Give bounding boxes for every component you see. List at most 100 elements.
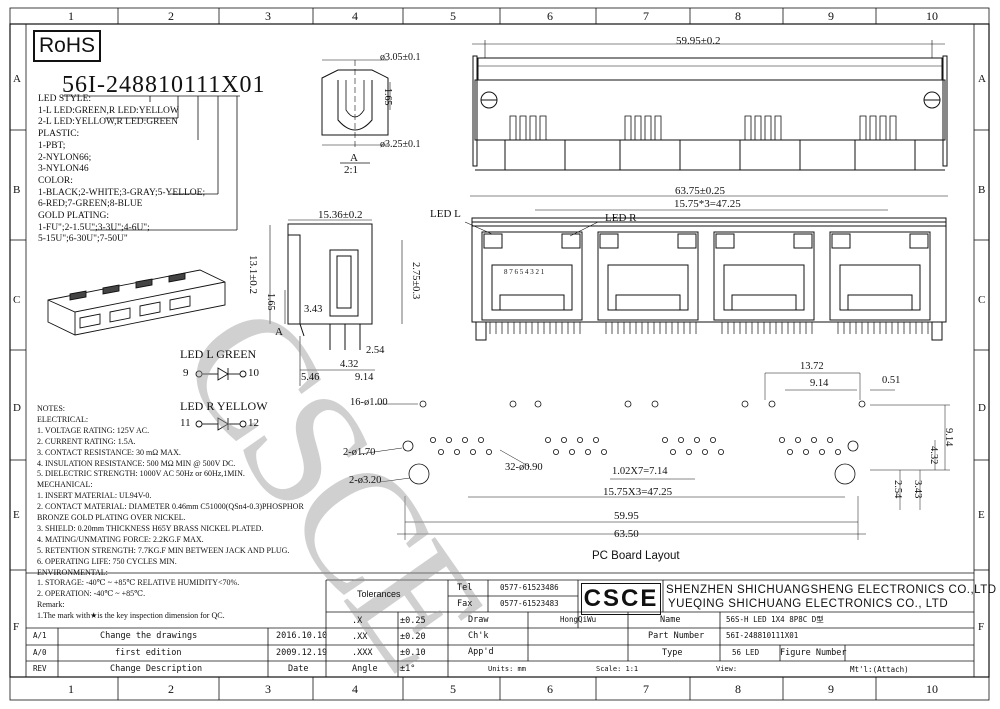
- grid-col-bottom-4: 5: [450, 682, 456, 696]
- option-line-10: GOLD PLATING:: [38, 211, 109, 221]
- pcb-holes-small: 16-ø1.00: [350, 397, 388, 408]
- led-r-yellow: LED R YELLOW: [180, 399, 268, 413]
- pcb-pin-hole: [779, 436, 786, 443]
- note-line-19: 1.The mark with★is the key inspection di…: [37, 611, 225, 621]
- grid-col-bottom-9: 10: [926, 682, 938, 696]
- pcb-pin-hole: [445, 436, 452, 443]
- top-width: 59.95±0.2: [676, 35, 721, 47]
- pcb-0-51: 0.51: [882, 375, 901, 386]
- pcb-pin-hole: [553, 448, 560, 455]
- side-section-a: A: [275, 326, 283, 338]
- pcb-pin-hole: [461, 436, 468, 443]
- note-line-11: 3. SHIELD: 0.20mm THICKNESS H65Y BRASS N…: [37, 523, 264, 533]
- pcb-led-hole: [651, 400, 659, 408]
- option-line-0: LED STYLE:: [38, 94, 92, 104]
- pcb-7-14: 1.02X7=7.14: [612, 466, 668, 477]
- grid-col-bottom-3: 4: [352, 682, 358, 696]
- grid-row-left-2: C: [13, 294, 21, 306]
- grid-col-bottom-8: 9: [828, 682, 834, 696]
- grid-col-top-4: 5: [450, 9, 456, 23]
- pcb-pin-hole: [477, 436, 484, 443]
- grid-col-top-3: 4: [352, 9, 358, 23]
- note-line-2: 1. VOLTAGE RATING: 125V AC.: [37, 425, 150, 435]
- side-a5: 9.14: [355, 372, 374, 383]
- tb-drawer: HongQiWu: [560, 615, 597, 624]
- front-width: 63.75±0.25: [675, 185, 726, 197]
- pcb-holes-pin: 32-ø0.90: [505, 462, 543, 473]
- option-line-3: PLASTIC:: [38, 129, 80, 140]
- pcb-pin-hole: [686, 448, 693, 455]
- note-line-3: 2. CURRENT RATING: 1.5A.: [37, 436, 136, 446]
- pcb-pin-hole: [585, 448, 592, 455]
- option-line-8: 1-BLACK;2-WHITE;3-GRAY;5-YELLOE;: [38, 187, 206, 198]
- pcb-led-hole: [768, 400, 776, 408]
- pcb-pin-hole: [577, 436, 584, 443]
- tb-partno-label: Part Number: [648, 631, 705, 641]
- grid-row-left-3: D: [13, 402, 21, 414]
- tol-key-0: .X: [352, 616, 363, 626]
- option-line-11: 1-FU";2-1.5U";3-3U";4-6U";: [38, 222, 150, 233]
- pcb-v-3-43: 3.43: [912, 480, 923, 499]
- pcb-pin-hole: [485, 448, 492, 455]
- pcb-v-9-14: 9.14: [943, 428, 954, 447]
- side-a4: 5.46: [301, 372, 320, 383]
- grid-row-right-1: B: [978, 184, 986, 196]
- option-line-9: 6-RED;7-GREEN;8-BLUE: [38, 199, 143, 210]
- pcb-pin-hole: [429, 436, 436, 443]
- grid-col-top-7: 8: [735, 9, 741, 23]
- grid-col-top-6: 7: [643, 9, 649, 23]
- tb-tolerances: Tolerances: [357, 589, 401, 599]
- side-a1: 3.43: [304, 304, 323, 315]
- pcb-led-hole: [858, 400, 866, 408]
- pcb-59-95: 59.95: [614, 510, 639, 522]
- note-line-8: 1. INSERT MATERIAL: UL94V-0.: [37, 491, 152, 501]
- side-h3: 2.75±0.3: [410, 262, 421, 300]
- pcb-led-hole: [624, 400, 632, 408]
- grid-col-bottom-6: 7: [643, 682, 649, 696]
- rev-desc-1: first edition: [115, 647, 182, 658]
- note-line-0: NOTES:: [37, 404, 65, 413]
- pcb-led-hole: [741, 400, 749, 408]
- led-r-label: LED R: [605, 212, 637, 224]
- led-r-pin-a: 11: [180, 417, 191, 429]
- tb-company-2: YUEQING SHICHUANG ELECTRONICS CO., LTD: [668, 598, 949, 610]
- company-logo: CSCE: [581, 583, 661, 615]
- pcb-title: PC Board Layout: [592, 550, 680, 562]
- tb-type-label: Type: [662, 648, 683, 658]
- pcb-led-hole: [534, 400, 542, 408]
- pcb-pin-hole: [561, 436, 568, 443]
- tb-partno: 56I-248810111X01: [726, 631, 799, 640]
- led-l-green: LED L GREEN: [180, 347, 257, 361]
- note-line-1: ELECTRICAL:: [37, 414, 89, 424]
- pcb-13-72: 13.72: [800, 361, 824, 372]
- grid-row-left-5: F: [13, 621, 20, 633]
- pcb-47-25: 15.75X3=47.25: [603, 486, 673, 498]
- pcb-pin-hole: [710, 436, 717, 443]
- tol-val-1: ±0.20: [400, 632, 426, 642]
- note-line-6: 5. DIELECTRIC STRENGTH: 1000V AC 50Hz or…: [37, 469, 245, 479]
- rohs-badge: RoHS: [33, 30, 101, 62]
- pcb-pin-hole: [835, 448, 842, 455]
- rev-desc-0: Change the drawings: [100, 631, 198, 641]
- detail-name: A: [350, 152, 358, 164]
- led-l-pin-a: 9: [183, 367, 189, 379]
- pcb-9-14: 9.14: [810, 378, 829, 389]
- side-a3: 4.32: [340, 359, 359, 370]
- grid-row-right-4: E: [978, 509, 985, 521]
- pcb-pin-hole: [803, 448, 810, 455]
- rev-date-2: Date: [288, 664, 309, 674]
- option-line-1: 1-L LED:GREEN,R LED:YELLOW: [38, 105, 179, 116]
- tb-appd-label: App'd: [468, 647, 494, 657]
- front-pitch: 15.75*3=47.25: [674, 198, 741, 210]
- pcb-pin-hole: [718, 448, 725, 455]
- note-line-10: BRONZE GOLD PLATING OVER NICKEL.: [37, 513, 186, 522]
- tb-draw-label: Draw: [468, 615, 489, 625]
- grid-row-right-0: A: [978, 73, 986, 85]
- grid-row-left-4: E: [13, 509, 20, 521]
- rev-id-2: REV: [33, 664, 47, 673]
- tol-val-0: ±0.25: [400, 616, 426, 626]
- tol-val-2: ±0.10: [400, 648, 426, 658]
- pcb-led-hole: [509, 400, 517, 408]
- note-line-17: 2. OPERATION: -40℃ ~ +85℃.: [37, 589, 146, 599]
- tol-key-2: .XXX: [352, 648, 373, 658]
